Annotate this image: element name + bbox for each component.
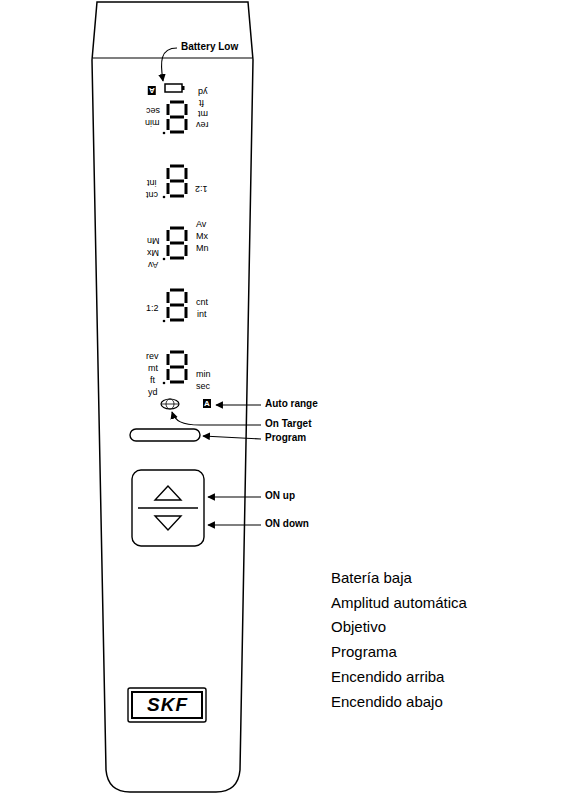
- auto-range-indicator: A: [203, 399, 211, 408]
- digit-segment: [170, 257, 184, 260]
- decimal-dot: [163, 320, 166, 323]
- translation-label: Amplitud automática: [331, 595, 467, 610]
- digit-segment: [167, 183, 170, 194]
- decimal-dot: [163, 196, 166, 199]
- lcd-unit: 1:2: [146, 304, 159, 313]
- digit-segment: [167, 230, 170, 241]
- digit-segment: [170, 131, 184, 134]
- digit-segment: [170, 195, 184, 198]
- digit-segment: [170, 242, 184, 245]
- digit-segment: [170, 116, 184, 119]
- digit-segment: [170, 366, 184, 369]
- digit-segment: [167, 354, 170, 365]
- digit-segment: [185, 119, 188, 130]
- callout-label: ON up: [265, 491, 295, 501]
- digit-segment: [167, 369, 170, 380]
- lcd-unit: rev: [146, 352, 159, 361]
- translation-label: Programa: [331, 644, 397, 659]
- lcd-unit: 1:2: [195, 184, 208, 193]
- leader-lines: [161, 48, 261, 525]
- lcd-unit: Av: [196, 220, 206, 229]
- digit-segment: [185, 168, 188, 179]
- digit-segment: [170, 304, 184, 307]
- digit-segment: [170, 381, 184, 384]
- translation-label: Encendido arriba: [331, 669, 444, 684]
- lcd-unit: mt: [198, 109, 208, 118]
- lcd-unit: rev: [196, 120, 209, 129]
- target-icon: [161, 399, 179, 409]
- digit-segment: [170, 165, 184, 168]
- digit-segment: [185, 245, 188, 256]
- digit-segment: [170, 289, 184, 292]
- digit-segment: [170, 351, 184, 354]
- device-body: [92, 2, 253, 792]
- lcd-unit: Mx: [196, 232, 208, 241]
- lcd-unit: cnt: [196, 298, 208, 307]
- digit-segment: [185, 292, 188, 303]
- digit-segment: [185, 230, 188, 241]
- translation-label: Batería baja: [331, 570, 412, 585]
- battery-icon: [165, 84, 185, 92]
- digit-segment: [170, 319, 184, 322]
- lcd-unit: mt: [148, 364, 158, 373]
- decimal-dot: [163, 258, 166, 261]
- callout-label: Auto range: [265, 399, 318, 409]
- digit-segment: [185, 307, 188, 318]
- lcd-unit: Mn: [147, 236, 160, 245]
- digit-segment: [167, 104, 170, 115]
- lcd-unit: Mn: [196, 244, 209, 253]
- digit-segment: [185, 104, 188, 115]
- lcd-unit: int: [197, 310, 207, 319]
- callout-label: Battery Low: [181, 42, 238, 52]
- lcd-unit: min: [145, 118, 160, 127]
- lcd-unit: ft: [150, 376, 155, 385]
- brand-logo: SKF: [147, 695, 188, 714]
- lcd-unit: int: [147, 178, 157, 187]
- callout-label: ON down: [265, 519, 309, 529]
- lcd-unit: ft: [199, 98, 204, 107]
- lcd-unit: yd: [148, 388, 158, 397]
- translation-label: Encendido abajo: [331, 694, 443, 709]
- digit-segment: [167, 292, 170, 303]
- digit-segment: [167, 168, 170, 179]
- lcd-unit: sec: [146, 106, 160, 115]
- lcd-unit: yd: [198, 87, 208, 96]
- digit-segment: [185, 369, 188, 380]
- auto-range-indicator: A: [148, 86, 156, 95]
- decimal-dot: [163, 382, 166, 385]
- lcd-unit: cnt: [146, 190, 158, 199]
- digit-segment: [185, 183, 188, 194]
- logo-plate: [128, 688, 206, 722]
- lcd-unit: Av: [148, 260, 158, 269]
- decimal-dot: [163, 132, 166, 135]
- digit-segment: [170, 180, 184, 183]
- program-button: [130, 429, 200, 441]
- lcd-unit: min: [196, 370, 211, 379]
- cap-line: [93, 57, 252, 58]
- digit-segment: [170, 227, 184, 230]
- digit-segment: [167, 307, 170, 318]
- lcd-unit: Mx: [147, 248, 159, 257]
- callout-label: On Target: [265, 419, 311, 429]
- seven-segment-digits: [163, 102, 186, 384]
- callout-label: Program: [265, 433, 306, 443]
- digit-segment: [185, 354, 188, 365]
- digit-segment: [167, 245, 170, 256]
- digit-segment: [167, 119, 170, 130]
- digit-segment: [170, 101, 184, 104]
- translation-label: Objetivo: [331, 619, 386, 634]
- up-down-button: [132, 470, 204, 546]
- lcd-unit: sec: [196, 382, 210, 391]
